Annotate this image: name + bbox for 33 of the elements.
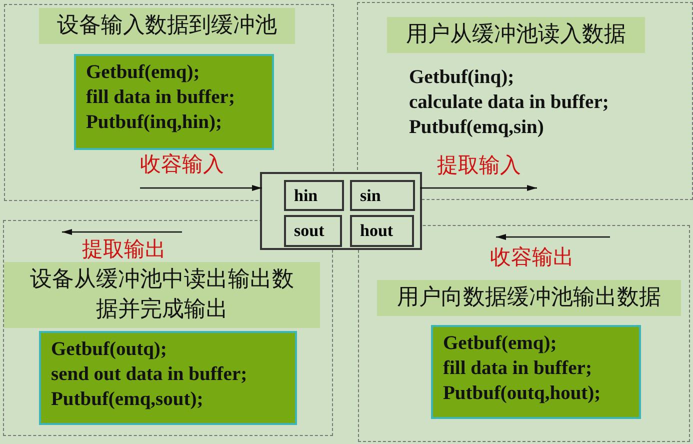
- title-band: 设备输入数据到缓冲池: [39, 8, 295, 44]
- title-band: 设备从缓冲池中读出输出数据并完成输出: [4, 262, 320, 328]
- code-line: send out data in buffer;: [51, 363, 248, 387]
- arrow: [140, 185, 262, 191]
- code-line: Putbuf(emq,sin): [409, 116, 545, 140]
- code-line: fill data in buffer;: [86, 86, 236, 110]
- code-line: Getbuf(inq);: [409, 66, 516, 90]
- dashed-panel: [4, 4, 334, 201]
- buffer-box: [260, 172, 422, 250]
- code-line: Getbuf(emq);: [86, 61, 201, 85]
- code-line: calculate data in buffer;: [409, 91, 610, 115]
- code-line: Putbuf(emq,sout);: [51, 388, 204, 412]
- code-line: Putbuf(inq,hin);: [86, 111, 224, 135]
- buffer-cell: hin: [284, 180, 344, 211]
- buffer-cell: sout: [284, 215, 342, 247]
- code-line: Getbuf(outq);: [51, 338, 168, 362]
- code-box: [431, 325, 641, 419]
- code-line: Getbuf(emq);: [443, 332, 558, 356]
- arrow-label: 收容输出: [490, 244, 574, 271]
- dashed-panel: [358, 225, 690, 442]
- title-band: 用户从缓冲池读入数据: [387, 17, 645, 53]
- edge-label: 提取输入: [437, 152, 521, 179]
- edge-label: 收容输入: [140, 151, 224, 178]
- code-line: fill data in buffer;: [443, 357, 593, 381]
- code-box: [39, 331, 297, 425]
- code-box: [74, 54, 274, 150]
- code-line: Putbuf(outq,hout);: [443, 382, 602, 406]
- dashed-panel: [3, 220, 333, 436]
- buffer-cell: sin: [350, 180, 415, 211]
- title-band: 用户向数据缓冲池输出数据: [377, 280, 681, 316]
- buffer-cell: hout: [350, 215, 414, 247]
- arrow: [420, 185, 537, 191]
- arrow-label: 提取输出: [82, 236, 166, 263]
